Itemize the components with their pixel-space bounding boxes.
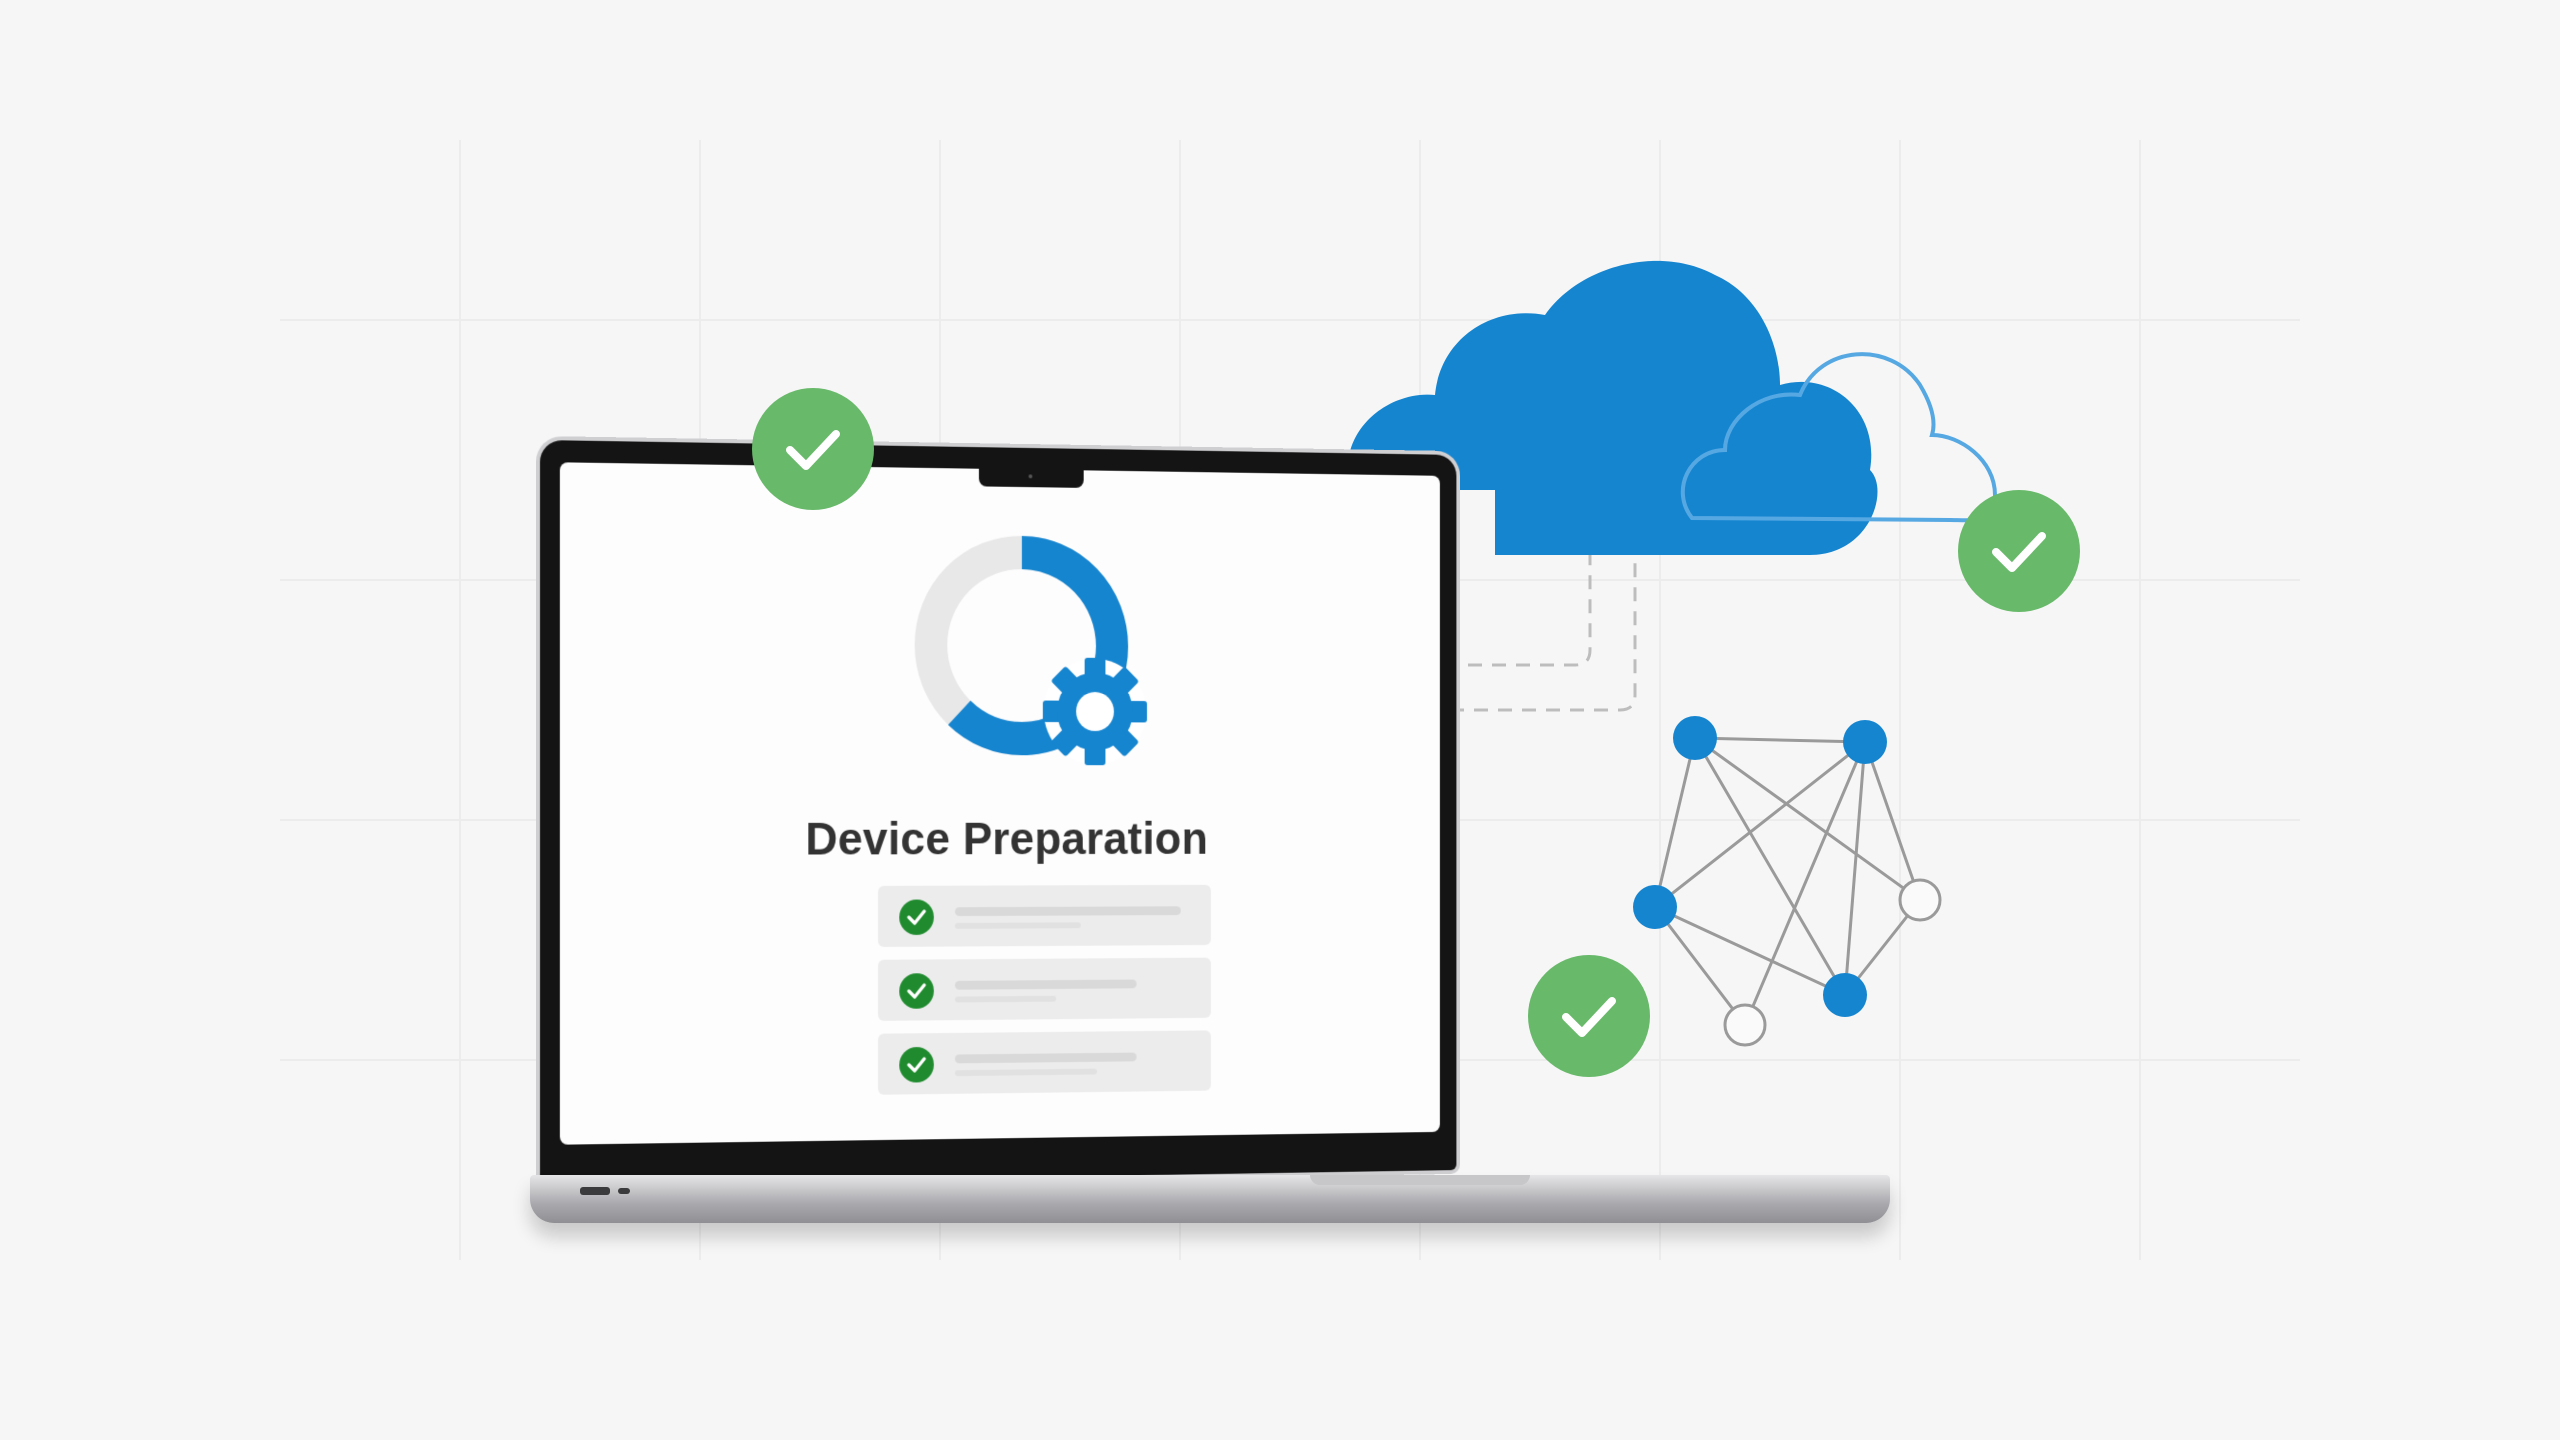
check-icon — [899, 899, 934, 936]
usb-port — [618, 1188, 630, 1194]
page-title: Device Preparation — [805, 812, 1209, 865]
placeholder-line — [954, 1068, 1097, 1077]
check-badge — [1528, 955, 1650, 1077]
list-item — [878, 884, 1211, 947]
network-node — [1723, 1003, 1767, 1047]
check-icon — [899, 973, 934, 1009]
check-badge — [1958, 490, 2080, 612]
network-node — [1843, 720, 1887, 764]
laptop-lid: Device Preparation — [540, 440, 1457, 1185]
laptop-base — [530, 1175, 1890, 1223]
network-node — [1898, 878, 1942, 922]
laptop-lip — [1310, 1175, 1530, 1185]
checklist — [878, 884, 1211, 1108]
camera-icon — [1028, 474, 1033, 479]
network-icon — [1633, 716, 1942, 1047]
list-item — [878, 957, 1211, 1021]
placeholder-line — [954, 906, 1181, 917]
usb-port — [580, 1187, 610, 1195]
laptop-screen: Device Preparation — [559, 462, 1440, 1145]
laptop: Device Preparation — [530, 440, 2030, 1240]
camera-notch — [978, 468, 1084, 488]
check-badge — [752, 388, 874, 510]
gear-icon — [1042, 657, 1147, 766]
placeholder-line — [954, 979, 1137, 990]
network-node — [1633, 885, 1677, 929]
placeholder-line — [954, 995, 1057, 1003]
check-icon — [899, 1046, 934, 1083]
check-icon — [1562, 997, 1616, 1037]
network-node — [1823, 973, 1867, 1017]
list-item — [878, 1030, 1211, 1095]
connector-lines — [1180, 555, 1637, 712]
placeholder-line — [954, 1052, 1137, 1064]
check-icon — [786, 430, 840, 470]
check-icon — [1992, 532, 2046, 572]
network-node — [1673, 716, 1717, 760]
placeholder-line — [954, 922, 1081, 929]
progress-ring-icon — [912, 532, 1169, 778]
